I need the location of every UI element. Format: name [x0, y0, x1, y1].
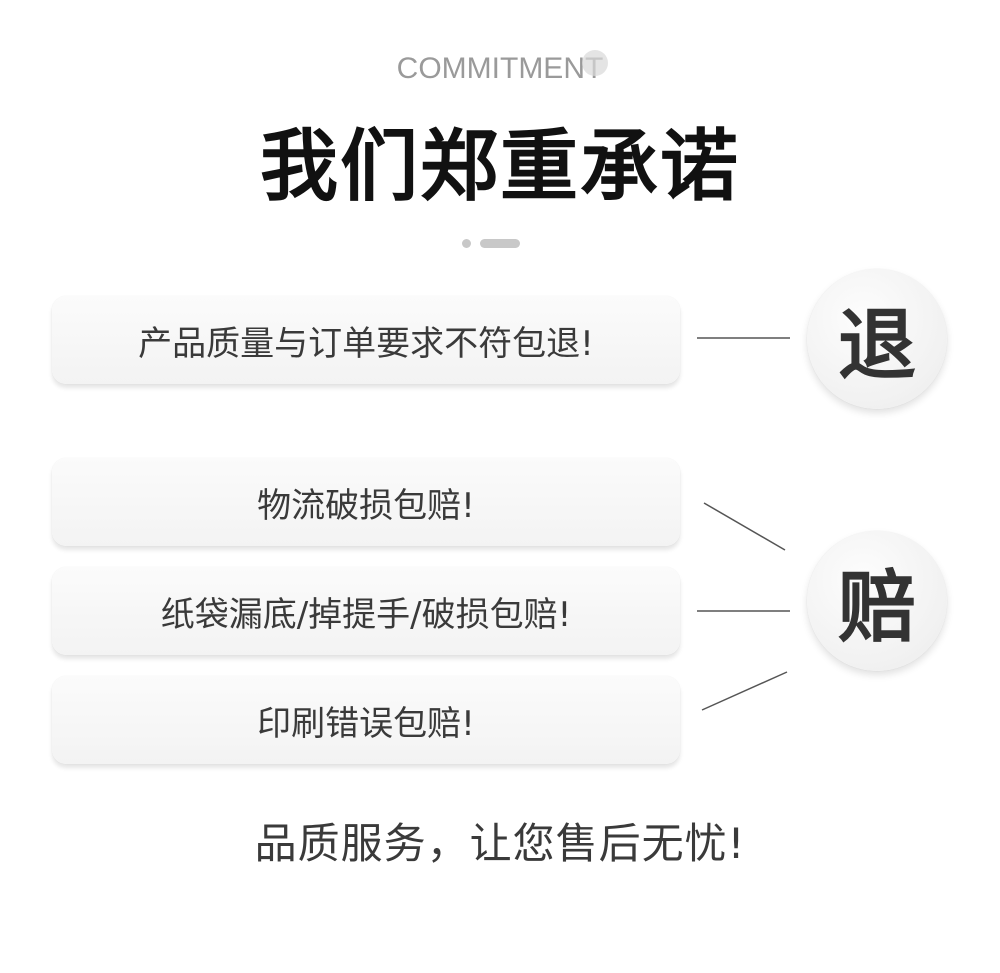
- promise-label: 印刷错误包赔!: [257, 703, 475, 744]
- promise-bag-damage: 纸袋漏底/掉提手/破损包赔!: [52, 567, 680, 655]
- promise-logistics-damage: 物流破损包赔!: [52, 458, 680, 546]
- page-title: 我们郑重承诺: [259, 122, 740, 212]
- promise-label: 物流破损包赔!: [257, 485, 475, 526]
- decorative-circle: [582, 50, 608, 76]
- promise-label: 纸袋漏底/掉提手/破损包赔!: [160, 594, 572, 635]
- footer-slogan: 品质服务，让您售后无忧!: [254, 819, 746, 868]
- promise-print-error: 印刷错误包赔!: [52, 676, 680, 764]
- divider-bar: [480, 239, 520, 248]
- badge-compensate-label: 赔: [837, 563, 916, 653]
- connector-line-print: [701, 671, 788, 711]
- divider-dot: [462, 239, 471, 248]
- badge-return-label: 退: [837, 301, 916, 391]
- promise-label: 产品质量与订单要求不符包退!: [138, 323, 594, 364]
- connector-line-logistics: [703, 502, 786, 551]
- badge-compensate: 赔: [807, 531, 947, 671]
- badge-return: 退: [807, 269, 947, 409]
- subtitle-commitment: COMMITMENT: [396, 52, 604, 85]
- promise-return-quality: 产品质量与订单要求不符包退!: [52, 296, 680, 384]
